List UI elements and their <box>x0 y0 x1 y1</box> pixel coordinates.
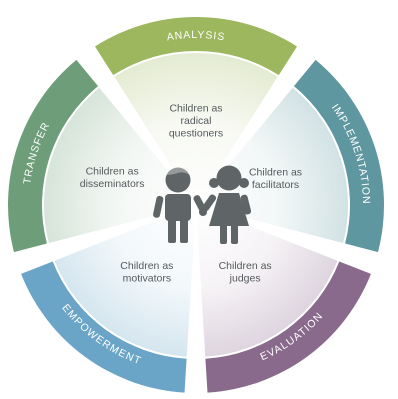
segment-transfer-band <box>7 59 99 253</box>
segment-analysis-wedge <box>114 52 278 205</box>
segment-implementation-band <box>293 59 384 253</box>
boy-and-girl-icon <box>153 163 252 244</box>
segment-evaluation-band <box>205 261 371 393</box>
segment-empowerment-band <box>21 261 187 393</box>
band-label-analysis: ANALYSIS <box>166 29 226 43</box>
segment-analysis-band <box>94 16 298 76</box>
segment-empowerment-wedge <box>54 205 196 357</box>
